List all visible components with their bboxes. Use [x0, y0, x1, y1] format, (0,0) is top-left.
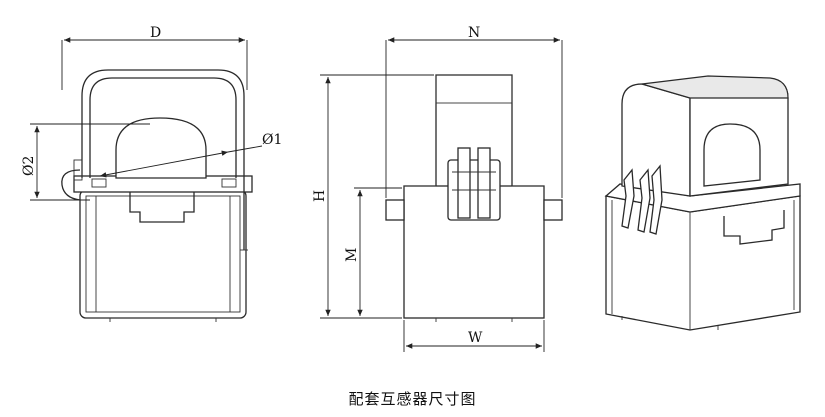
front-view — [61, 69, 253, 322]
label-phi2: Ø2 — [21, 156, 37, 176]
dimension-drawing: D Ø2 Ø1 — [21, 25, 801, 352]
label-phi1: Ø1 — [262, 132, 282, 148]
label-W: W — [468, 330, 483, 346]
dimension-H: H — [312, 74, 434, 319]
label-M: M — [344, 248, 360, 262]
figure-caption: 配套互感器尺寸图 — [348, 390, 477, 408]
isometric-view — [604, 75, 801, 331]
label-N: N — [468, 25, 480, 41]
dimension-phi1: Ø1 — [99, 132, 282, 178]
dimension-N: N — [385, 25, 563, 198]
label-H: H — [312, 190, 328, 202]
dimension-M: M — [344, 187, 402, 316]
dimension-phi2: Ø2 — [21, 123, 150, 201]
label-D: D — [150, 25, 161, 41]
dimension-D: D — [61, 25, 248, 90]
dimension-W: W — [403, 320, 545, 352]
side-view — [385, 74, 563, 322]
